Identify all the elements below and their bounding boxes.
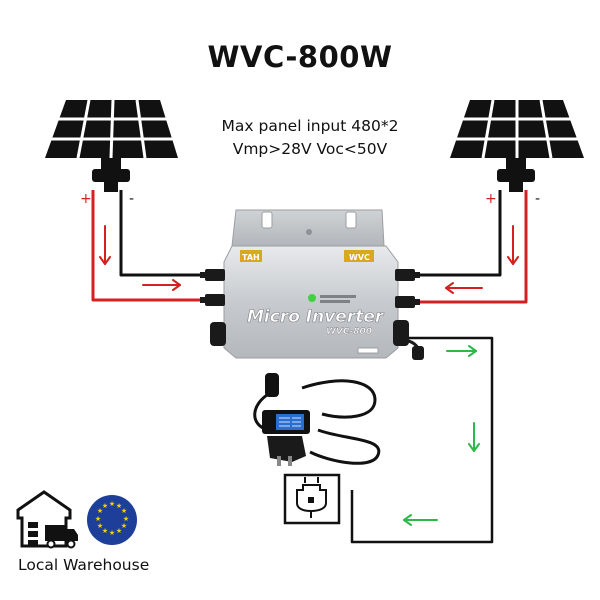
inverter-badge-right: WVC: [349, 253, 370, 262]
ac-connectors: [210, 320, 424, 360]
right-dc-connectors: [395, 269, 420, 308]
inverter-badge-left: TAH: [242, 253, 260, 262]
left-plus-label: +: [80, 191, 92, 207]
micro-inverter: TAH WVC Micro Inverter WVC-800: [223, 209, 399, 359]
left-solar-panel: [45, 99, 178, 192]
left-minus-label: -: [129, 191, 134, 207]
right-positive-wire: [405, 190, 528, 304]
svg-text:★: ★: [123, 515, 129, 523]
spec-voltage: Vmp>28V Voc<50V: [232, 140, 388, 158]
inverter-model: WVC-800: [326, 327, 372, 337]
wall-socket-icon: [283, 473, 341, 525]
spec-max-input: Max panel input 480*2: [221, 117, 399, 135]
warehouse-label: Local Warehouse: [18, 556, 150, 574]
svg-text:★: ★: [121, 507, 127, 515]
right-down-arrow: [507, 225, 519, 265]
left-dc-connectors: [200, 269, 225, 306]
status-led: [308, 294, 316, 302]
left-negative-wire: [119, 190, 212, 277]
right-negative-wire: [405, 190, 502, 277]
svg-text:★: ★: [95, 515, 101, 523]
right-plus-label: +: [485, 191, 497, 207]
left-right-arrow: [142, 279, 181, 291]
power-meter-cable: [253, 373, 381, 466]
inverter-label: Micro Inverter: [247, 307, 385, 327]
svg-text:★: ★: [116, 527, 122, 535]
right-solar-panel: [450, 99, 584, 192]
svg-text:★: ★: [97, 522, 103, 530]
left-down-arrow: [99, 225, 111, 265]
left-positive-wire: [91, 190, 212, 302]
right-left-arrow: [445, 282, 483, 294]
warehouse-icon: [16, 490, 78, 549]
svg-text:★: ★: [109, 500, 115, 508]
right-minus-label: -: [535, 191, 540, 207]
svg-text:★: ★: [121, 522, 127, 530]
svg-text:★: ★: [102, 527, 108, 535]
ac-left-arrow: [403, 514, 438, 526]
svg-text:★: ★: [116, 502, 122, 510]
page-title: WVC-800W: [207, 40, 393, 74]
svg-text:★: ★: [102, 502, 108, 510]
ac-down-arrow: [468, 422, 480, 452]
ac-output-wire: [350, 336, 494, 544]
svg-text:★: ★: [97, 507, 103, 515]
ac-right-arrow: [446, 345, 477, 357]
eu-flag-icon: ★ ★ ★ ★ ★ ★ ★ ★ ★ ★ ★ ★: [87, 495, 137, 545]
svg-text:★: ★: [109, 529, 115, 537]
